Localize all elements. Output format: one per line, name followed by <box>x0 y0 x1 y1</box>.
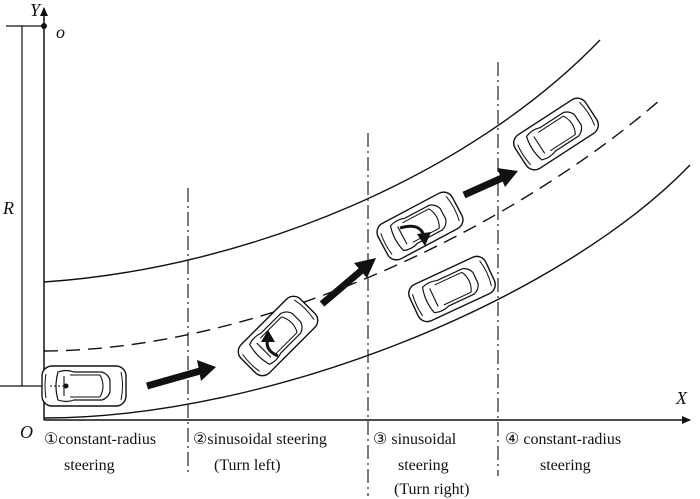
turn-right-arrow-icon <box>399 224 431 246</box>
vehicle-phase-3 <box>372 187 468 265</box>
vehicle-reference-point <box>63 383 69 389</box>
vehicle-phase-2 <box>233 291 323 381</box>
center-label: o <box>56 22 65 42</box>
phase-3-label-line-3: (Turn right) <box>394 481 469 498</box>
road-inner-edge <box>43 164 691 419</box>
vehicle-reference-lane <box>404 252 500 326</box>
y-axis-label: Y <box>30 0 42 20</box>
phase-1-label-line-2: steering <box>64 457 115 474</box>
road-centerline <box>43 99 661 352</box>
phase-3-label-line-2: steering <box>398 457 449 474</box>
motion-arrow-1 <box>146 360 216 390</box>
phase-2-label-line-2: (Turn left) <box>214 457 281 474</box>
road-outer-edge <box>43 39 601 283</box>
radius-label: R <box>2 198 14 218</box>
motion-arrow-2 <box>319 258 376 307</box>
phase-4-label-line-1: ④ constant-radius <box>505 431 621 448</box>
phase-3-label-line-1: ③ sinusoidal <box>373 431 457 448</box>
phase-2-label-line-1: ②sinusoidal steering <box>193 431 327 448</box>
turn-left-arrow-icon <box>261 330 279 358</box>
phase-4-label-line-2: steering <box>540 457 591 474</box>
center-point <box>41 23 47 29</box>
origin-label: O <box>20 422 33 442</box>
motion-arrow-3 <box>462 168 518 199</box>
phase-1-label-line-1: ①constant-radius <box>44 431 156 448</box>
x-axis-label: X <box>675 388 688 408</box>
